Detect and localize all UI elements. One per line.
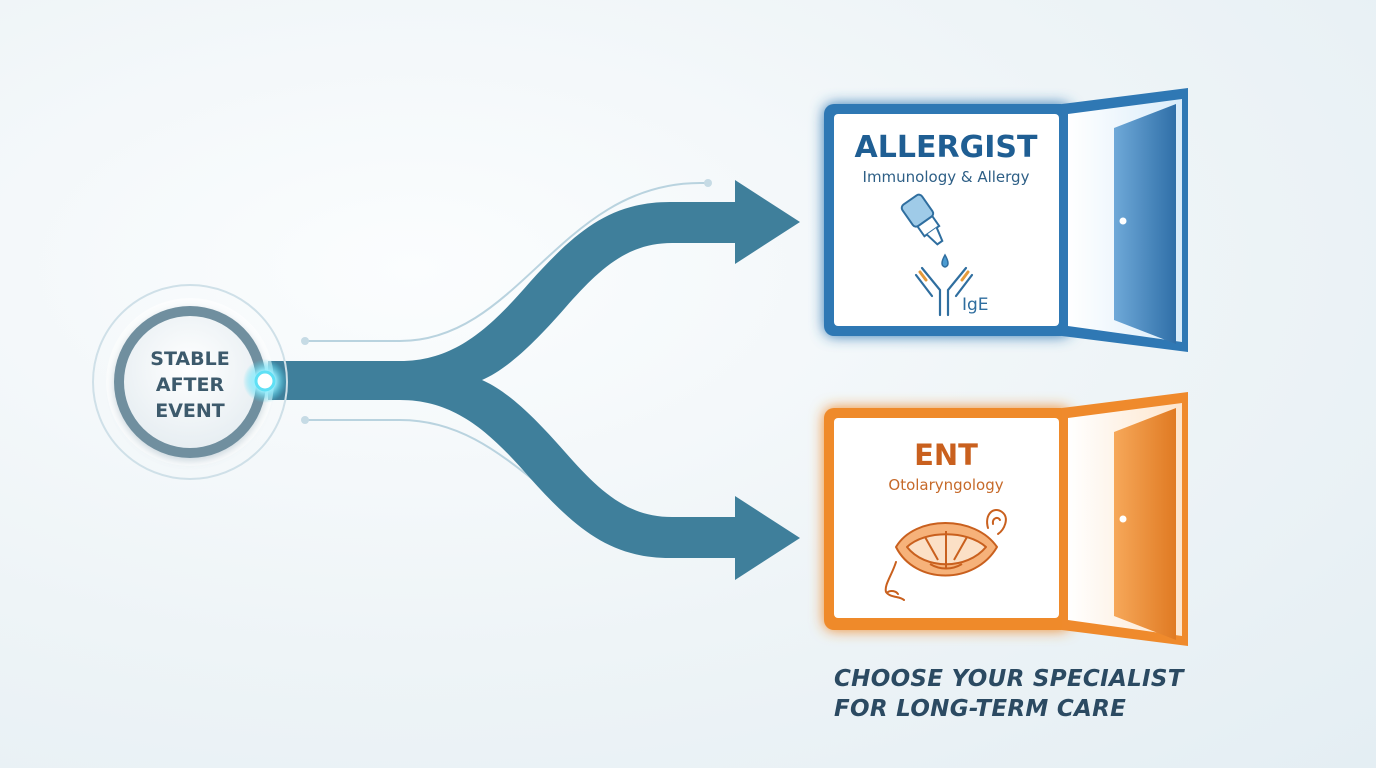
ent-door-panel[interactable] — [1114, 408, 1176, 640]
start-node-line-2: AFTER — [156, 374, 225, 396]
ent-door-knob — [1119, 515, 1127, 523]
ear-icon — [986, 509, 1007, 535]
fork-arrow-body — [268, 180, 800, 580]
drop-icon — [941, 253, 949, 268]
allergist-subtitle: Immunology & Allergy — [863, 168, 1030, 186]
start-node-line-1: STABLE — [150, 348, 229, 370]
fork-arrow — [268, 180, 800, 580]
start-node-line-3: EVENT — [155, 400, 225, 422]
nose-icon — [884, 561, 905, 601]
antibody-label: IgE — [962, 295, 989, 315]
allergist-door-knob — [1119, 217, 1127, 225]
allergist-title: ALLERGIST — [855, 130, 1038, 165]
ent-subtitle: Otolaryngology — [888, 476, 1003, 494]
ent-title: ENT — [914, 438, 978, 472]
dropper-icon — [900, 193, 944, 246]
allergist-card[interactable]: ALLERGIST Immunology & Allergy IgE — [824, 88, 1188, 352]
antibody-icon — [914, 266, 974, 317]
allergist-door-panel[interactable] — [1114, 104, 1176, 344]
caption: CHOOSE YOUR SPECIALIST FOR LONG-TERM CAR… — [834, 664, 1254, 724]
start-node: STABLE AFTER EVENT — [92, 284, 288, 480]
caption-line-1: CHOOSE YOUR SPECIALIST — [834, 666, 1184, 692]
mouth-throat-icon — [895, 522, 998, 577]
ent-card[interactable]: ENT Otolaryngology — [824, 392, 1188, 646]
caption-line-2: FOR LONG-TERM CARE — [834, 696, 1127, 722]
